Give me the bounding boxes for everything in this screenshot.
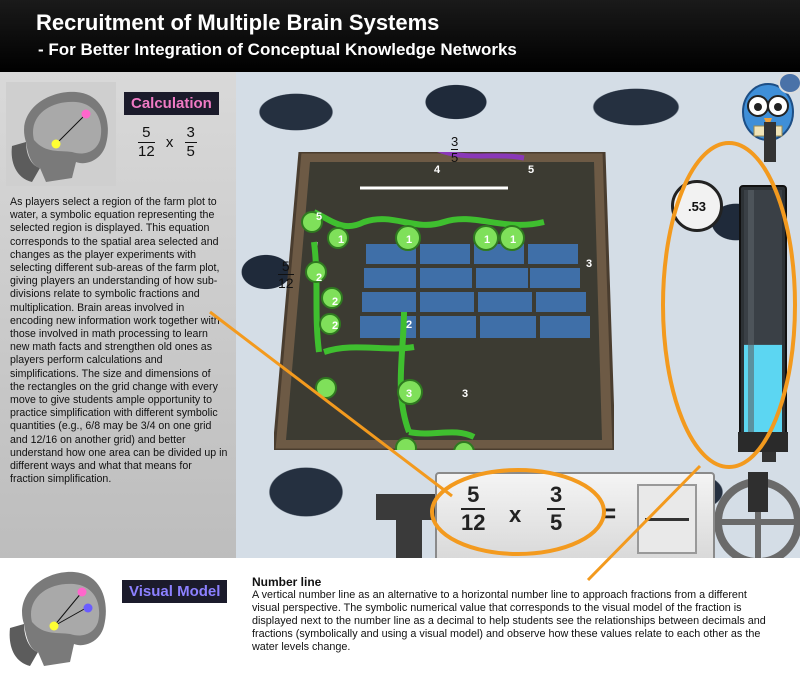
farm-plot[interactable]: [274, 152, 614, 450]
denominator: 12: [278, 275, 294, 291]
denominator: 5: [451, 150, 459, 165]
plant-label: 2: [406, 319, 413, 331]
page-subtitle: - For Better Integration of Conceptual K…: [38, 40, 517, 59]
number-line-description: A vertical number line as an alternative…: [252, 589, 766, 654]
equation-panel: 5 12 x 3 5 =: [435, 472, 715, 558]
numerator: 3: [184, 124, 197, 143]
page-title: Recruitment of Multiple Brain Systems: [36, 10, 440, 35]
numerator: 3: [451, 134, 459, 150]
calculation-equation: 5 12 x 3 5: [138, 124, 197, 161]
plant-label: 3: [586, 258, 593, 270]
plant-label: 2: [332, 320, 339, 332]
fraction-three-fifths: 3 5: [184, 124, 197, 161]
numerator: 3: [547, 482, 566, 510]
plant-label: 5: [316, 211, 323, 223]
multiply-sign: x: [509, 502, 522, 527]
multiply-sign: x: [165, 134, 174, 151]
top-fraction: 3 5: [451, 134, 459, 165]
denominator: 12: [138, 143, 155, 160]
plant-label: 1: [510, 234, 517, 246]
plant-label: 1: [406, 234, 413, 246]
fraction-three-fifths: 3 5: [547, 482, 566, 536]
menu-button[interactable]: [778, 72, 800, 94]
fraction-five-twelfths: 5 12: [461, 482, 486, 536]
header-banner: Recruitment of Multiple Brain Systems - …: [0, 0, 800, 73]
brain-scan-image: [6, 562, 112, 672]
fraction-five-twelfths: 5 12: [138, 124, 155, 161]
numerator: 5: [138, 124, 155, 143]
plant-label: 2: [316, 272, 323, 284]
numerator: 5: [278, 258, 294, 275]
calculation-label: Calculation: [124, 92, 219, 115]
denominator: 5: [186, 143, 195, 160]
plant-label: 4: [434, 164, 441, 176]
equals-sign: =: [601, 498, 617, 528]
calculation-panel: Calculation 5 12 x 3 5 As players select…: [0, 72, 236, 558]
brain-scan-image: [6, 82, 116, 186]
number-line-tube: [738, 122, 788, 462]
decimal-readout: .53: [671, 180, 723, 232]
blue-marker: [83, 603, 93, 613]
pipe-and-valve: [376, 472, 800, 558]
plant-label: 1: [484, 234, 491, 246]
plant-label: 3: [462, 388, 469, 400]
plant-label: 2: [332, 296, 339, 308]
numerator: 5: [461, 482, 486, 510]
yellow-marker: [49, 621, 59, 631]
plant-label: 3: [406, 388, 413, 400]
pink-marker: [81, 109, 91, 119]
denominator: 5: [550, 510, 563, 535]
yellow-marker: [51, 139, 61, 149]
visual-model-label: Visual Model: [122, 580, 228, 603]
calculation-description: As players select a region of the farm p…: [10, 196, 228, 486]
denominator: 12: [461, 510, 486, 535]
visual-model-panel: Visual Model Number line A vertical numb…: [0, 558, 800, 680]
number-line-heading: Number line: [252, 575, 322, 589]
answer-input[interactable]: [637, 484, 697, 554]
plant-label: 1: [338, 234, 345, 246]
plant-label: 5: [528, 164, 535, 176]
left-fraction: 5 12: [278, 258, 294, 291]
pink-marker: [77, 587, 87, 597]
game-view: 5 1 1 1 1 2 2 2 2 3 3 4 5 3 3 5 5 12 .53: [236, 72, 800, 558]
